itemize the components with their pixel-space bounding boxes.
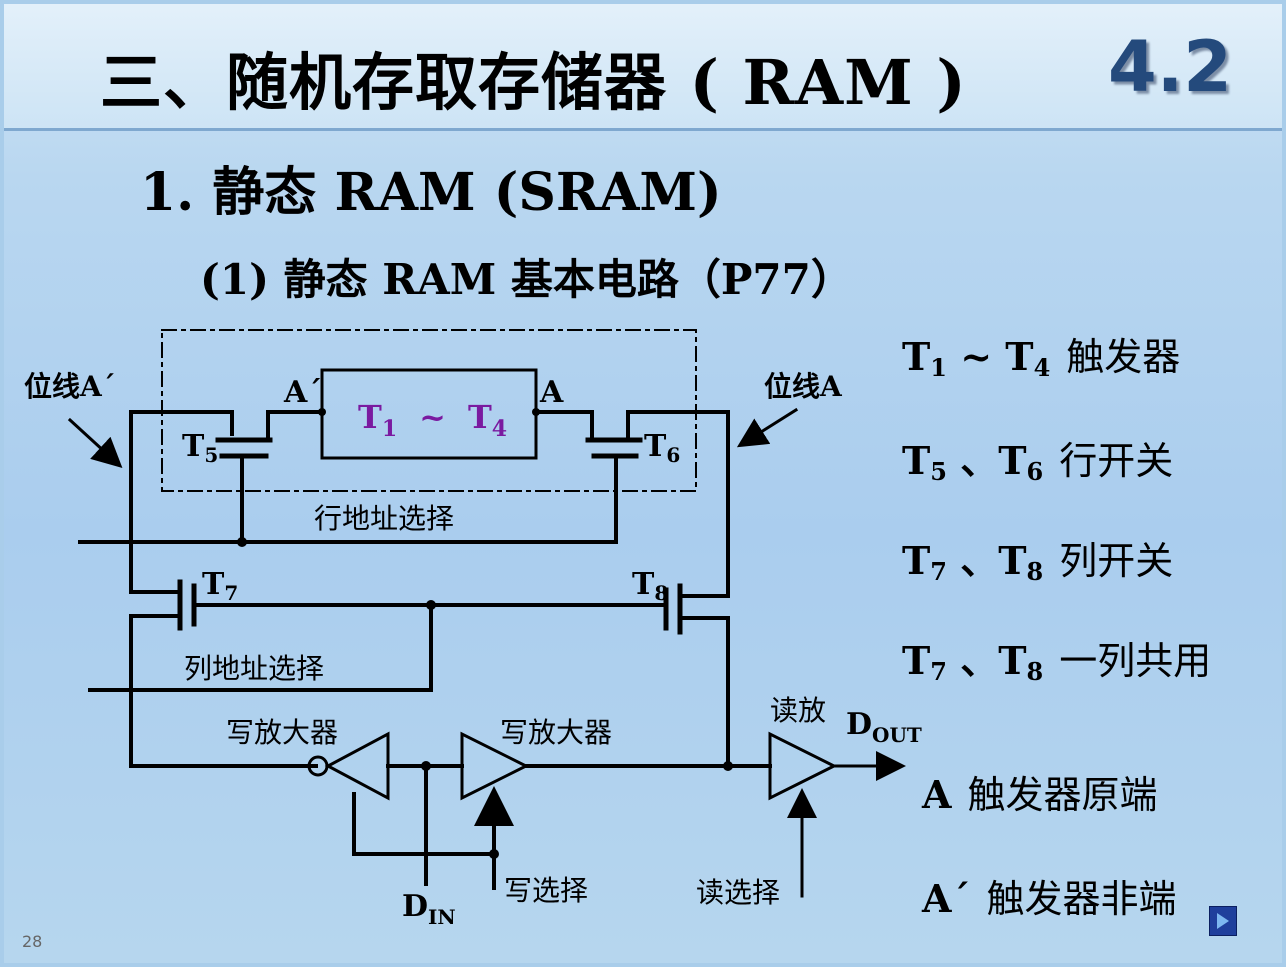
write-select-bus (352, 792, 496, 856)
section-subtitle: 1. 静态 RAM (SRAM) (140, 162, 722, 223)
bitline-a-arrow (736, 407, 799, 448)
flipflop-label: T1~T4 (358, 398, 507, 442)
t6-label: T6 (644, 429, 680, 467)
t5-drain-wire (129, 410, 234, 436)
section-number: 4.2 (1108, 26, 1233, 108)
read-select-label: 读选择 (696, 876, 780, 909)
node-a-prime-label: A´ (283, 375, 322, 410)
din-label: DIN (402, 889, 456, 929)
junction-din (421, 761, 431, 771)
row-select-label: 行地址选择 (314, 502, 454, 535)
t5-source-wire (266, 410, 324, 442)
junction-a-prime (318, 408, 326, 416)
sram-circuit-diagram: 位线A´ 位线A A´ A T1~T4 T5 T6 T7 T8 行地址选择 列地… (24, 329, 922, 929)
slide-number: 28 (22, 932, 43, 951)
write-amp-1-inverter-bubble (307, 755, 329, 777)
t7-label: T7 (202, 567, 238, 605)
write-amp-1-label: 写放大器 (226, 716, 338, 749)
bitline-a-label: 位线A (764, 370, 843, 403)
next-slide-button[interactable] (1209, 906, 1237, 936)
col-select-line (88, 603, 433, 692)
bitline-a-prime-label: 位线A´ (24, 370, 116, 403)
read-amp-label: 读放 (770, 694, 826, 727)
t6-drain-wire (626, 410, 730, 442)
junction-col-select (426, 600, 436, 610)
write-select-label: 写选择 (504, 874, 588, 907)
junction-write-select (489, 849, 499, 859)
junction-row-select (237, 537, 247, 547)
dout-label: DOUT (846, 707, 922, 747)
node-a-label: A (539, 375, 564, 410)
junction-a (532, 408, 540, 416)
t5-label: T5 (182, 429, 218, 467)
read-amp (768, 731, 838, 801)
slide: 三、随机存取存储器 ( RAM ) 4.2 1. 静态 RAM (SRAM) (… (4, 4, 1282, 963)
col-select-label: 列地址选择 (184, 652, 324, 685)
play-icon (1217, 913, 1229, 929)
bitline-right (680, 410, 730, 598)
subheading: (1) 静态 RAM 基本电路（P77） (200, 255, 853, 304)
junction-read (723, 761, 733, 771)
slide-title: 三、随机存取存储器 ( RAM ) (100, 46, 967, 119)
write-amp-2-label: 写放大器 (500, 716, 612, 749)
bitline-right-lower (680, 616, 730, 768)
bitline-left (129, 410, 179, 594)
header-band (4, 4, 1282, 131)
t6-source-wire (534, 410, 594, 442)
t8-label: T8 (632, 567, 668, 605)
bitline-a-prime-arrow (67, 417, 123, 469)
note-inverted-end: A´触发器非端 (922, 876, 1177, 921)
